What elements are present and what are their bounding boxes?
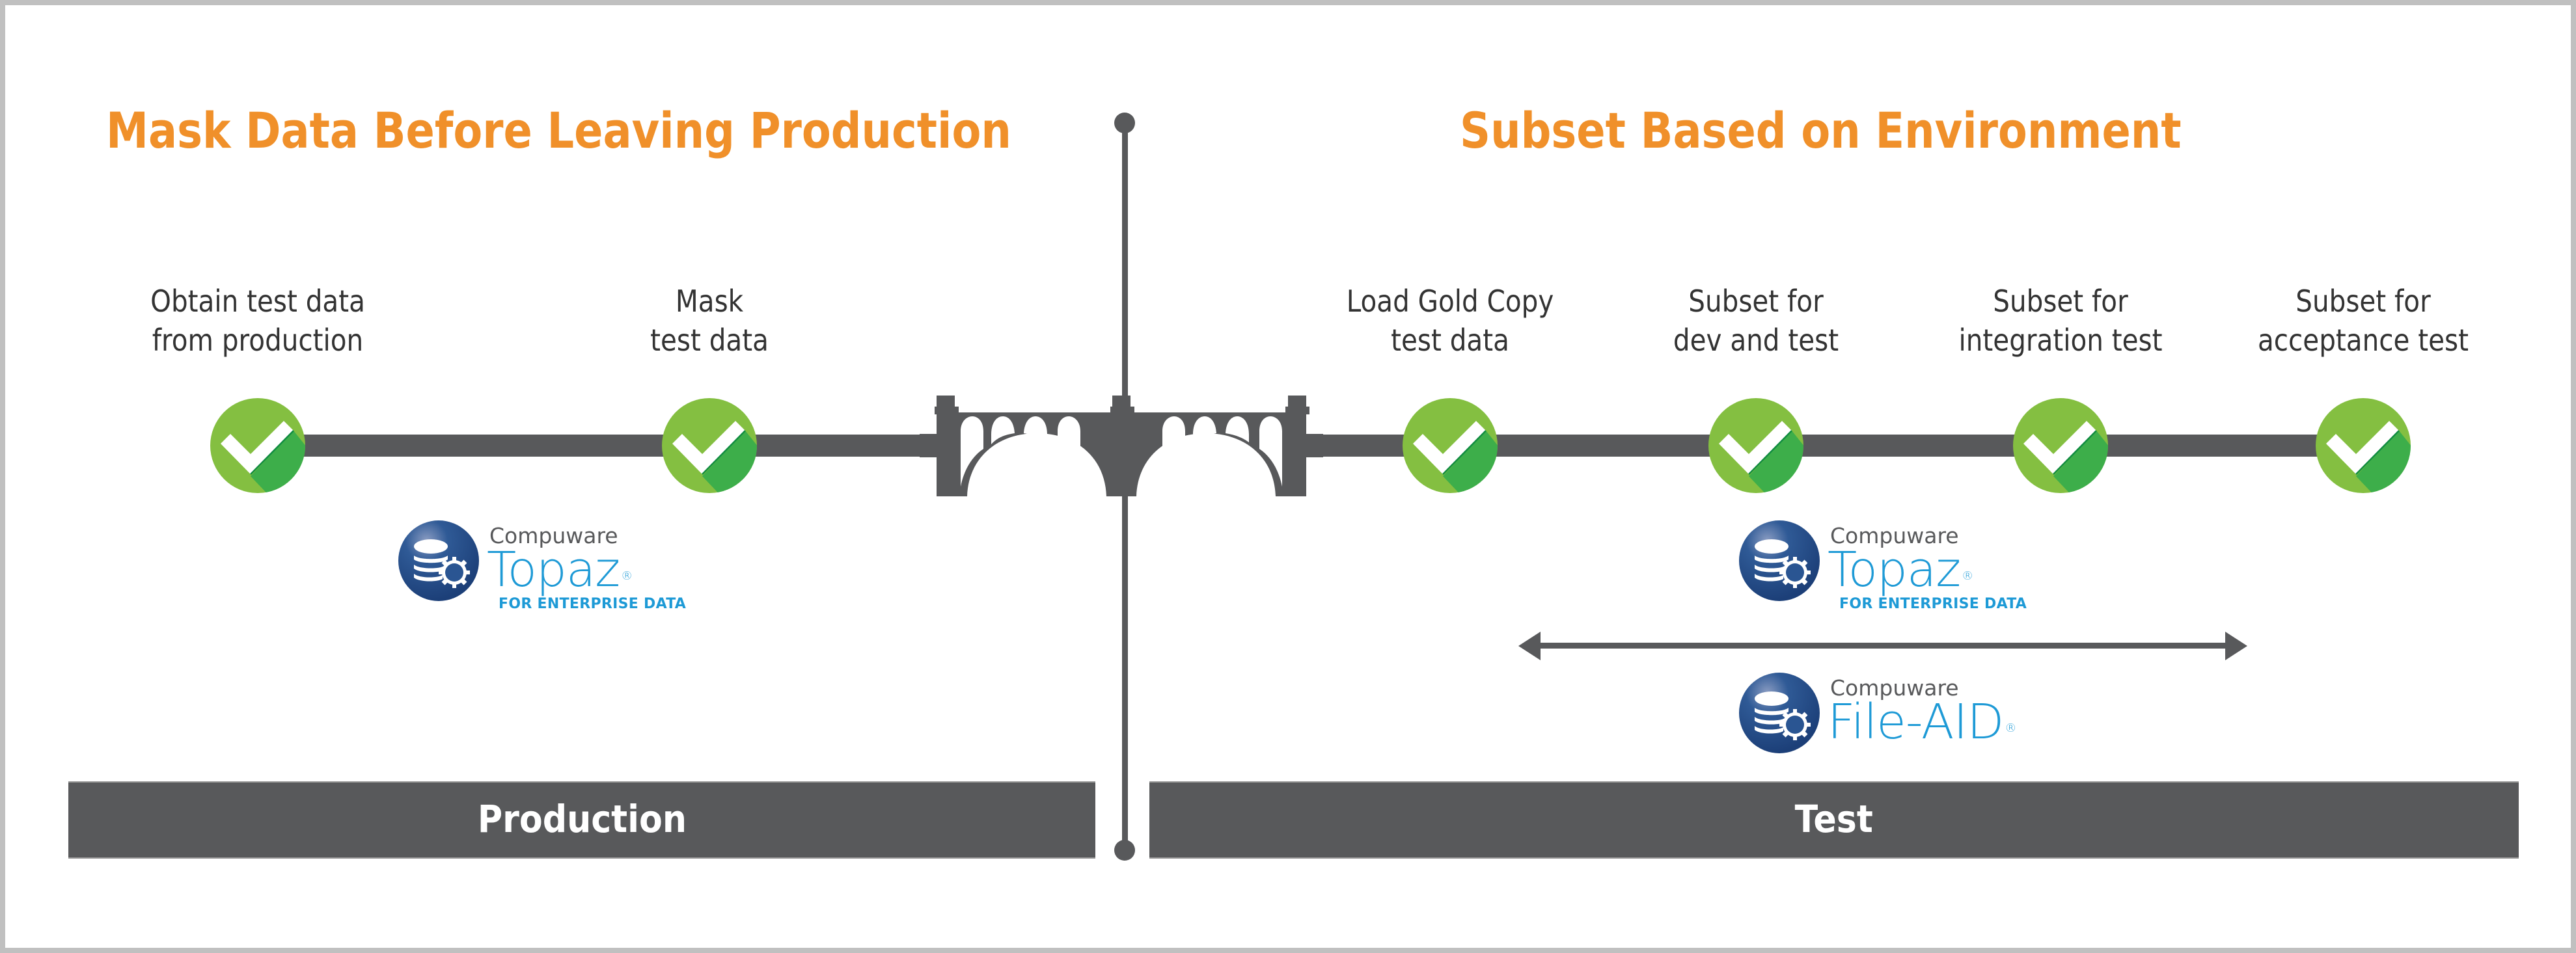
logo-product-name: Topaz bbox=[487, 542, 620, 598]
environment-bar-test: Test bbox=[1149, 781, 2519, 859]
database-gear-icon bbox=[1739, 520, 1820, 601]
step-label-acceptance-test: Subset for acceptance test bbox=[2227, 282, 2500, 360]
registered-mark: ® bbox=[1962, 569, 1973, 583]
check-circle-icon bbox=[1403, 398, 1498, 493]
step-label-dev-test: Subset for dev and test bbox=[1619, 282, 1893, 360]
registered-mark: ® bbox=[621, 569, 633, 583]
step-label-line: Mask bbox=[675, 284, 744, 319]
database-gear-icon bbox=[398, 520, 479, 601]
logo-company: Compuware bbox=[489, 523, 618, 548]
database-gear-icon bbox=[1739, 673, 1820, 753]
logo-company: Compuware bbox=[1830, 523, 1959, 548]
environment-label: Production bbox=[477, 797, 687, 841]
fileaid-logo: Compuware File-AID® bbox=[1738, 671, 2050, 762]
step-label-line: from production bbox=[152, 323, 364, 358]
step-label-obtain: Obtain test data from production bbox=[121, 282, 394, 360]
divider-top-dot bbox=[1114, 113, 1135, 133]
step-label-integration-test: Subset for integration test bbox=[1924, 282, 2197, 360]
check-circle-icon bbox=[1708, 398, 1803, 493]
registered-mark: ® bbox=[2005, 721, 2016, 735]
step-label-mask: Mask test data bbox=[573, 282, 846, 360]
section-title-subset: Subset Based on Environment bbox=[1460, 101, 2182, 159]
environment-label: Test bbox=[1794, 797, 1874, 841]
logo-product: Topaz® bbox=[487, 542, 633, 598]
step-label-line: Subset for bbox=[2295, 284, 2431, 319]
topaz-logo-left: Compuware Topaz® FOR ENTERPRISE DATA bbox=[397, 519, 709, 612]
step-label-line: dev and test bbox=[1673, 323, 1839, 358]
step-label-line: integration test bbox=[1958, 323, 2163, 358]
logo-product: File-AID® bbox=[1828, 695, 2016, 749]
timeline-left bbox=[258, 435, 928, 457]
logo-subtitle: FOR ENTERPRISE DATA bbox=[499, 596, 687, 612]
check-circle-icon bbox=[2013, 398, 2108, 493]
step-label-line: acceptance test bbox=[2257, 323, 2469, 358]
logo-company: Compuware bbox=[1830, 675, 1959, 701]
logo-subtitle: FOR ENTERPRISE DATA bbox=[1839, 596, 2027, 612]
check-circle-icon bbox=[662, 398, 757, 493]
logo-product: Topaz® bbox=[1828, 543, 1973, 597]
logo-product-name: Topaz bbox=[1828, 542, 1961, 598]
double-headed-arrow-icon bbox=[1518, 632, 2247, 660]
step-label-line: test data bbox=[650, 323, 769, 358]
divider-bottom-dot bbox=[1114, 840, 1135, 861]
step-label-line: Subset for bbox=[1993, 284, 2128, 319]
check-circle-icon bbox=[2316, 398, 2411, 493]
section-title-mask-data: Mask Data Before Leaving Production bbox=[106, 101, 1011, 159]
logo-product-name: File-AID bbox=[1828, 694, 2004, 750]
topaz-logo-right: Compuware Topaz® FOR ENTERPRISE DATA bbox=[1738, 519, 2050, 612]
step-label-line: Obtain test data bbox=[150, 284, 365, 319]
check-circle-icon bbox=[210, 398, 305, 493]
step-label-line: Load Gold Copy bbox=[1346, 284, 1554, 319]
bridge-icon bbox=[920, 396, 1323, 496]
environment-bar-production: Production bbox=[68, 781, 1095, 859]
step-label-load-gold-copy: Load Gold Copy test data bbox=[1313, 282, 1587, 360]
step-label-line: test data bbox=[1391, 323, 1509, 358]
step-label-line: Subset for bbox=[1688, 284, 1824, 319]
